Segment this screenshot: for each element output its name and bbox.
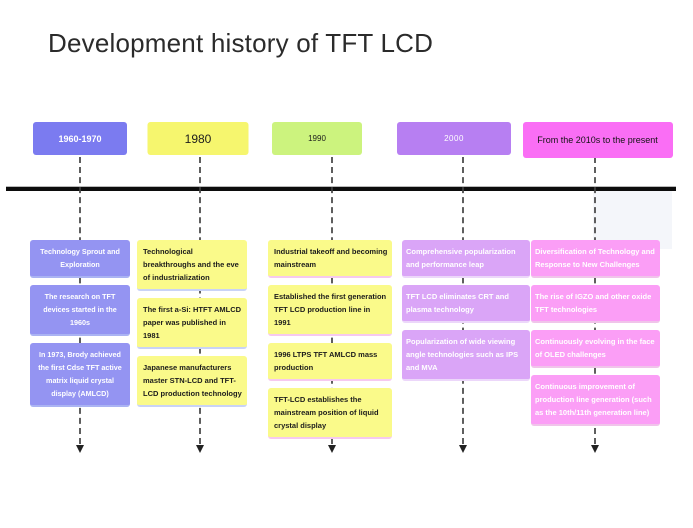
timeline-box: Continuous improvement of production lin… bbox=[531, 375, 660, 426]
era-box-stack: Industrial takeoff and becoming mainstre… bbox=[268, 240, 392, 439]
era-header: 1990 bbox=[272, 122, 362, 155]
timeline-column: 1960-1970 Technology Sprout and Explorat… bbox=[30, 122, 130, 467]
arrow-down-icon bbox=[328, 445, 336, 453]
timeline-box: Popularization of wide viewing angle tec… bbox=[402, 330, 530, 381]
timeline-box: Continuously evolving in the face of OLE… bbox=[531, 330, 660, 368]
timeline-box: In 1973, Brody achieved the first Cdse T… bbox=[30, 343, 130, 407]
era-header: From the 2010s to the present bbox=[522, 122, 673, 158]
timeline-box: TFT LCD eliminates CRT and plasma techno… bbox=[402, 285, 530, 323]
timeline-box: Technological breakthroughs and the eve … bbox=[137, 240, 247, 291]
era-header: 1980 bbox=[147, 122, 249, 155]
timeline-box: Comprehensive popularization and perform… bbox=[402, 240, 530, 278]
timeline-column: From the 2010s to the present Diversific… bbox=[522, 122, 673, 467]
background-panel bbox=[593, 191, 672, 249]
timeline-box: Industrial takeoff and becoming mainstre… bbox=[268, 240, 392, 278]
timeline-box: The research on TFT devices started in t… bbox=[30, 285, 130, 336]
timeline-box: TFT-LCD establishes the mainstream posit… bbox=[268, 388, 392, 439]
timeline-column: 2000 Comprehensive popularization and pe… bbox=[397, 122, 530, 467]
timeline-box: Established the first generation TFT LCD… bbox=[268, 285, 392, 336]
timeline-box: Diversification of Technology and Respon… bbox=[531, 240, 660, 278]
timeline-box: The rise of IGZO and other oxide TFT tec… bbox=[531, 285, 660, 323]
page-title: Development history of TFT LCD bbox=[48, 28, 434, 58]
era-box-stack: Comprehensive popularization and perform… bbox=[402, 240, 530, 381]
arrow-down-icon bbox=[459, 445, 467, 453]
timeline-column: 1990 Industrial takeoff and becoming mai… bbox=[268, 122, 392, 467]
arrow-down-icon bbox=[76, 445, 84, 453]
timeline-box: 1996 LTPS TFT AMLCD mass production bbox=[268, 343, 392, 381]
timeline-column: 1980 Technological breakthroughs and the… bbox=[137, 122, 249, 467]
timeline-axis bbox=[6, 187, 676, 191]
timeline-box: Japanese manufacturers master STN-LCD an… bbox=[137, 356, 247, 407]
era-header: 2000 bbox=[397, 122, 511, 155]
era-header: 1960-1970 bbox=[33, 122, 127, 155]
era-box-stack: Technological breakthroughs and the eve … bbox=[137, 240, 247, 407]
arrow-down-icon bbox=[196, 445, 204, 453]
era-box-stack: Diversification of Technology and Respon… bbox=[531, 240, 660, 426]
timeline-box: The first a-Si: HTFT AMLCD paper was pub… bbox=[137, 298, 247, 349]
timeline-box: Technology Sprout and Exploration bbox=[30, 240, 130, 278]
arrow-down-icon bbox=[590, 445, 599, 453]
